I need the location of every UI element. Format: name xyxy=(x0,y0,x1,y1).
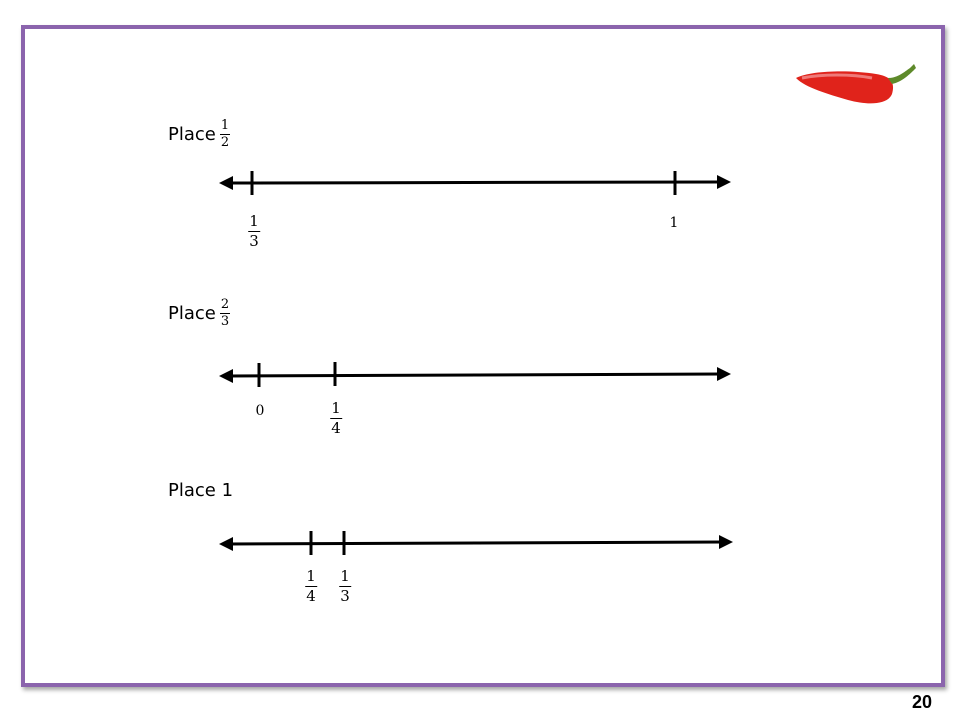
label-0: 0 xyxy=(255,403,265,419)
problem-2-prompt: Place 2 3 xyxy=(168,297,231,329)
label-numerator: 1 xyxy=(339,567,351,587)
problem-1-target-denominator: 2 xyxy=(220,135,230,150)
label-denominator: 3 xyxy=(249,232,259,250)
label-1: 1 xyxy=(669,215,679,231)
label-1-3: 1 3 xyxy=(339,568,351,605)
number-line-2 xyxy=(219,362,731,387)
problem-2-target-numerator: 2 xyxy=(219,297,231,314)
label-denominator: 4 xyxy=(331,419,341,437)
number-line-1 xyxy=(219,171,731,195)
label-denominator: 3 xyxy=(340,587,350,605)
label-1-3: 1 3 xyxy=(248,213,260,250)
problem-1-target-fraction: 1 2 xyxy=(219,118,231,150)
problem-3-prompt-text: Place 1 xyxy=(168,480,234,501)
label-numerator: 1 xyxy=(248,212,260,232)
problem-2-target-fraction: 2 3 xyxy=(219,297,231,329)
label-numerator: 1 xyxy=(305,567,317,587)
label-numerator: 1 xyxy=(330,399,342,419)
problem-2-target-denominator: 3 xyxy=(220,314,230,329)
label-denominator: 4 xyxy=(306,587,316,605)
label-1-4: 1 4 xyxy=(330,400,342,437)
problem-2-prompt-text: Place xyxy=(168,303,216,324)
slide-frame xyxy=(21,25,945,687)
problem-1-prompt: Place 1 2 xyxy=(168,118,231,150)
label-1-4: 1 4 xyxy=(305,568,317,605)
page-number: 20 xyxy=(911,692,932,712)
number-line-3 xyxy=(219,531,733,555)
problem-1-target-numerator: 1 xyxy=(219,118,231,135)
problem-3-prompt: Place 1 xyxy=(168,480,233,501)
problem-1-prompt-text: Place xyxy=(168,124,216,145)
chili-pepper-icon xyxy=(796,64,916,104)
